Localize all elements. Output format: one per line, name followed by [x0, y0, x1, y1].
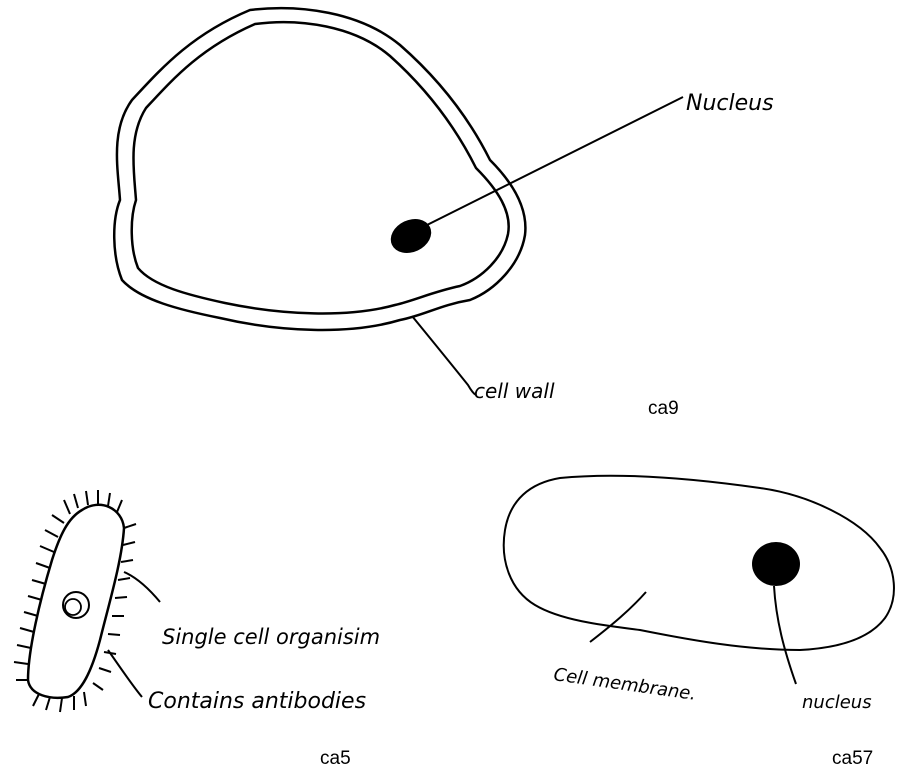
nucleus-blob: [752, 542, 800, 586]
cilium-stroke: [86, 491, 88, 505]
nucleus-label: nucleus: [802, 692, 872, 713]
caption-ca57: ca57: [832, 748, 873, 768]
cilium-stroke: [46, 697, 50, 710]
drawing-ca5: Single cell organisim Contains antibodie…: [14, 490, 380, 768]
nucleus-label: Nucleus: [686, 91, 774, 116]
wall-label: cell wall: [474, 379, 555, 403]
cilium-stroke: [123, 542, 135, 545]
cilium-stroke: [99, 668, 111, 672]
cilium-stroke: [124, 524, 136, 528]
cilium-stroke: [45, 530, 58, 537]
membrane-pointer-line: [590, 592, 646, 642]
cilium-stroke: [108, 493, 110, 506]
cilium-stroke: [121, 560, 133, 562]
cilium-stroke: [36, 563, 50, 568]
cilium-stroke: [93, 683, 103, 690]
cilium-stroke: [40, 546, 54, 552]
nucleus-scribble-inner: [65, 599, 81, 615]
cilium-stroke: [33, 694, 39, 706]
antibodies-pointer-line: [108, 650, 142, 697]
drawing-ca57: nucleus Cell membrane. ca57: [504, 476, 894, 768]
caption-ca5: ca5: [320, 748, 351, 768]
cilium-stroke: [64, 500, 70, 514]
cilium-stroke: [32, 580, 46, 584]
cell-membrane-outline: [504, 476, 894, 650]
cell-wall-inner: [132, 22, 509, 313]
caption-ca9: ca9: [648, 398, 679, 419]
cilium-stroke: [108, 634, 120, 635]
nucleus-blob: [385, 213, 437, 260]
cilium-stroke: [52, 515, 64, 523]
cilium-stroke: [14, 662, 28, 664]
cell-wall-outer: [114, 8, 525, 330]
cilium-stroke: [84, 692, 86, 706]
bacterium-body: [28, 505, 124, 698]
organism-label: Single cell organisim: [162, 625, 380, 649]
drawing-ca9: Nucleus cell wall ca9: [114, 8, 773, 419]
bacterium-cilia: [14, 490, 136, 712]
membrane-label: Cell membrane.: [552, 664, 697, 705]
cilium-stroke: [117, 500, 122, 512]
antibodies-label: Contains antibodies: [148, 689, 366, 714]
cilium-stroke: [60, 698, 62, 712]
wall-pointer-line: [412, 316, 476, 395]
cilium-stroke: [118, 578, 130, 580]
cilium-stroke: [74, 494, 78, 508]
cilium-stroke: [20, 628, 34, 632]
cilium-stroke: [115, 597, 127, 598]
organism-pointer-line: [124, 572, 160, 602]
cilium-stroke: [17, 645, 31, 648]
nucleus-pointer-line: [774, 586, 796, 684]
